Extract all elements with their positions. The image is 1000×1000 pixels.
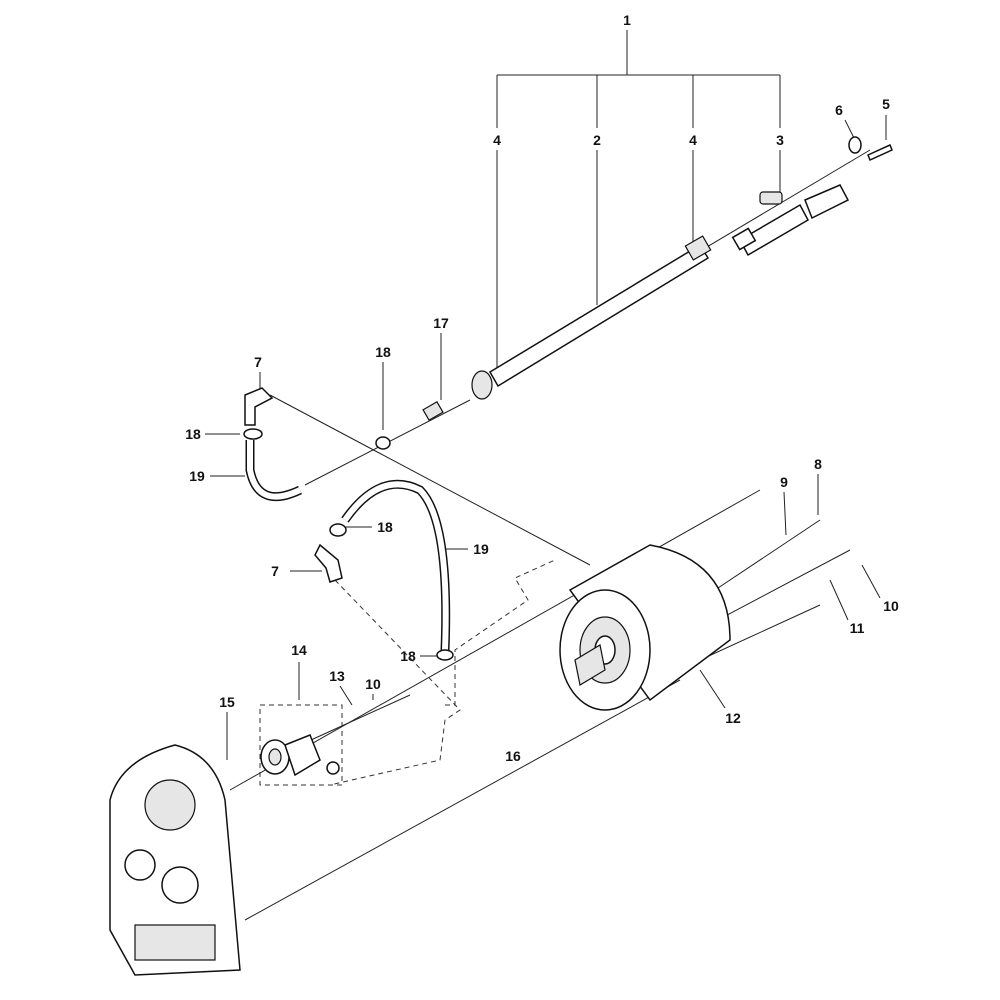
- label: 10: [365, 676, 381, 692]
- label: 3: [776, 132, 784, 148]
- label: 4: [689, 132, 697, 148]
- label: 15: [219, 694, 235, 710]
- label: 4: [493, 132, 501, 148]
- callout-labels: 1 4 2 4 3 6 5 7 18 17 18 19 8 9 18 19 7 …: [185, 12, 899, 764]
- label: 18: [185, 426, 201, 442]
- label: 19: [473, 541, 489, 557]
- label: 2: [593, 132, 601, 148]
- dashed-lines: [259, 559, 556, 786]
- bracket-1: [496, 30, 781, 128]
- housing: [109, 744, 241, 976]
- label: 14: [291, 642, 307, 658]
- label: 1: [623, 12, 631, 28]
- label: 16: [505, 748, 521, 764]
- label: 6: [835, 102, 843, 118]
- label: 13: [329, 668, 345, 684]
- label: 10: [883, 598, 899, 614]
- label: 12: [725, 710, 741, 726]
- label: 8: [814, 456, 822, 472]
- label: 19: [189, 468, 205, 484]
- motor: [559, 544, 731, 711]
- label: 7: [254, 354, 262, 370]
- label: 18: [400, 648, 416, 664]
- label: 17: [433, 315, 449, 331]
- label: 9: [780, 474, 788, 490]
- label: 18: [377, 519, 393, 535]
- coupling: [260, 734, 340, 777]
- label: 11: [850, 620, 865, 636]
- leader-lines: [205, 115, 887, 760]
- label: 18: [375, 344, 391, 360]
- pipe-assembly: [243, 136, 893, 661]
- label: 5: [882, 96, 890, 112]
- axis-lines: [229, 149, 871, 921]
- label: 7: [271, 563, 279, 579]
